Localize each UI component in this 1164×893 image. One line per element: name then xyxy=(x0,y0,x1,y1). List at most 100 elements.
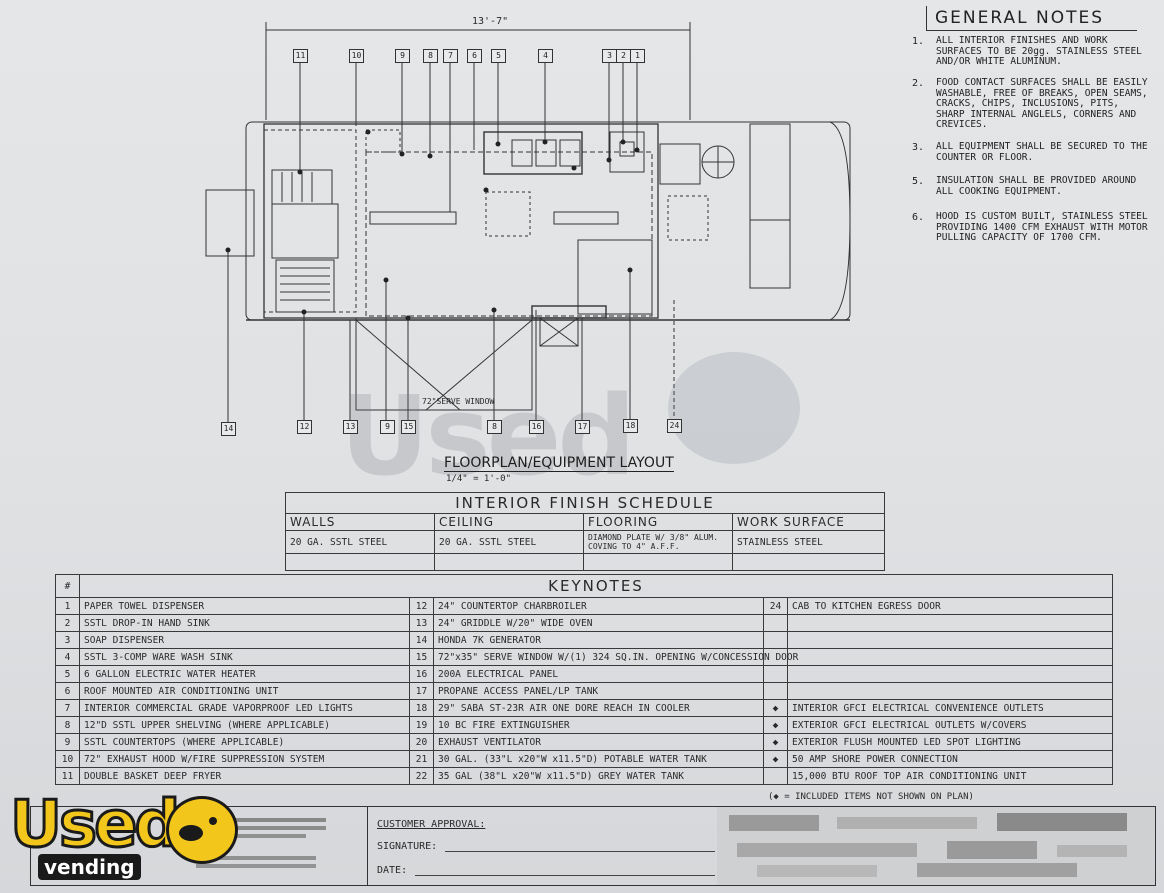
keynote-text xyxy=(787,682,1113,700)
overall-dimension: 13'-7" xyxy=(472,16,509,27)
schedule-value-ceiling: 20 GA. SSTL STEEL xyxy=(434,530,584,554)
keynote-text: CAB TO KITCHEN EGRESS DOOR xyxy=(787,597,1113,615)
keynote-text: EXHAUST VENTILATOR xyxy=(433,733,764,751)
tag-9-bottom: 9 xyxy=(380,420,395,434)
keynote-number: 18 xyxy=(409,699,434,717)
note-text: FOOD CONTACT SURFACES SHALL BE EASILY WA… xyxy=(936,77,1148,130)
finish-schedule-table: INTERIOR FINISH SCHEDULE WALLS CEILING F… xyxy=(285,492,885,571)
keynote-number: 20 xyxy=(409,733,434,751)
signature-line[interactable] xyxy=(445,851,715,852)
keynote-number: 10 xyxy=(55,750,80,768)
fine-print-block xyxy=(196,812,336,868)
keynote-number xyxy=(763,665,788,683)
keynote-text: INTERIOR COMMERCIAL GRADE VAPORPROOF LED… xyxy=(79,699,410,717)
keynote-number: 8 xyxy=(55,716,80,734)
keynote-text: 12"D SSTL UPPER SHELVING (WHERE APPLICAB… xyxy=(79,716,410,734)
keynote-number: 5 xyxy=(55,665,80,683)
keynote-number: 3 xyxy=(55,631,80,649)
keynote-number: 15 xyxy=(409,648,434,666)
tag-1: 1 xyxy=(630,49,645,63)
keynote-number: 7 xyxy=(55,699,80,717)
keynote-text: 72" EXHAUST HOOD W/FIRE SUPPRESSION SYST… xyxy=(79,750,410,768)
keynote-number: 4 xyxy=(55,648,80,666)
keynote-text: 30 GAL. (33"L x20"W x11.5"D) POTABLE WAT… xyxy=(433,750,764,768)
keynote-text: 200A ELECTRICAL PANEL xyxy=(433,665,764,683)
pig-icon xyxy=(166,796,238,864)
logo-sub: vending xyxy=(38,854,141,880)
keynote-text: SSTL COUNTERTOPS (WHERE APPLICABLE) xyxy=(79,733,410,751)
keynotes-footnote: (◆ = INCLUDED ITEMS NOT SHOWN ON PLAN) xyxy=(768,792,974,802)
note-text: ALL INTERIOR FINISHES AND WORK SURFACES … xyxy=(936,35,1142,67)
keynote-text: PAPER TOWEL DISPENSER xyxy=(79,597,410,615)
tag-6: 6 xyxy=(467,49,482,63)
date-line[interactable] xyxy=(415,875,715,876)
tag-4: 4 xyxy=(538,49,553,63)
keynote-text: EXTERIOR GFCI ELECTRICAL OUTLETS W/COVER… xyxy=(787,716,1113,734)
keynote-text xyxy=(787,614,1113,632)
keynote-number: 21 xyxy=(409,750,434,768)
schedule-header-work-surface: WORK SURFACE xyxy=(732,513,885,531)
keynote-number: 13 xyxy=(409,614,434,632)
keynote-text: 50 AMP SHORE POWER CONNECTION xyxy=(787,750,1113,768)
customer-approval-label: CUSTOMER APPROVAL: xyxy=(377,819,486,830)
schedule-value-work-surface: STAINLESS STEEL xyxy=(732,530,885,554)
used-vending-logo[interactable]: Used vending xyxy=(8,788,244,888)
keynote-number: 22 xyxy=(409,767,434,785)
signature-label: SIGNATURE: xyxy=(377,841,438,852)
tag-18: 18 xyxy=(623,419,638,433)
keynote-number: 11 xyxy=(55,767,80,785)
keynote-number: 9 xyxy=(55,733,80,751)
keynote-number: ◆ xyxy=(763,716,788,734)
tag-24: 24 xyxy=(667,419,682,433)
keynote-text: SOAP DISPENSER xyxy=(79,631,410,649)
keynote-number: 19 xyxy=(409,716,434,734)
keynote-number: 12 xyxy=(409,597,434,615)
keynote-number: ◆ xyxy=(763,733,788,751)
keynote-text: SSTL 3-COMP WARE WASH SINK xyxy=(79,648,410,666)
tag-9: 9 xyxy=(395,49,410,63)
redacted-block xyxy=(717,807,1155,885)
note-text: ALL EQUIPMENT SHALL BE SECURED TO THE CO… xyxy=(936,141,1148,163)
note-number: 6. xyxy=(912,212,925,223)
tag-13: 13 xyxy=(343,420,358,434)
title-block: CUSTOMER APPROVAL: SIGNATURE: DATE: xyxy=(30,806,1156,886)
keynote-text: 29" SABA ST-23R AIR ONE DORE REACH IN CO… xyxy=(433,699,764,717)
keynote-number: 1 xyxy=(55,597,80,615)
tag-16: 16 xyxy=(529,420,544,434)
keynote-number: ◆ xyxy=(763,750,788,768)
keynote-number xyxy=(763,682,788,700)
schedule-header-ceiling: CEILING xyxy=(434,513,584,531)
watermark-logo: Used xyxy=(340,372,636,500)
note-number: 2. xyxy=(912,78,925,89)
keynote-text: PROPANE ACCESS PANEL/LP TANK xyxy=(433,682,764,700)
keynote-number: ◆ xyxy=(763,699,788,717)
note-number: 5. xyxy=(912,176,925,187)
general-notes-header: GENERAL NOTES xyxy=(926,6,1137,31)
keynote-text: 35 GAL (38"L x20"W x11.5"D) GREY WATER T… xyxy=(433,767,764,785)
date-label: DATE: xyxy=(377,865,408,876)
floorplan-title: FLOORPLAN/EQUIPMENT LAYOUT xyxy=(444,455,674,472)
tag-10: 10 xyxy=(349,49,364,63)
keynote-text: ROOF MOUNTED AIR CONDITIONING UNIT xyxy=(79,682,410,700)
keynote-text: EXTERIOR FLUSH MOUNTED LED SPOT LIGHTING xyxy=(787,733,1113,751)
keynote-text: 6 GALLON ELECTRIC WATER HEATER xyxy=(79,665,410,683)
keynote-number xyxy=(763,767,788,785)
keynote-text: SSTL DROP-IN HAND SINK xyxy=(79,614,410,632)
keynote-number: 17 xyxy=(409,682,434,700)
keynote-text: INTERIOR GFCI ELECTRICAL CONVENIENCE OUT… xyxy=(787,699,1113,717)
keynotes-hash: # xyxy=(55,574,80,598)
serve-window-label: 72"SERVE WINDOW xyxy=(422,397,495,406)
general-notes-title: GENERAL NOTES xyxy=(935,8,1105,28)
keynote-number: 2 xyxy=(55,614,80,632)
finish-schedule-title: INTERIOR FINISH SCHEDULE xyxy=(285,492,885,514)
keynote-text xyxy=(787,648,1113,666)
